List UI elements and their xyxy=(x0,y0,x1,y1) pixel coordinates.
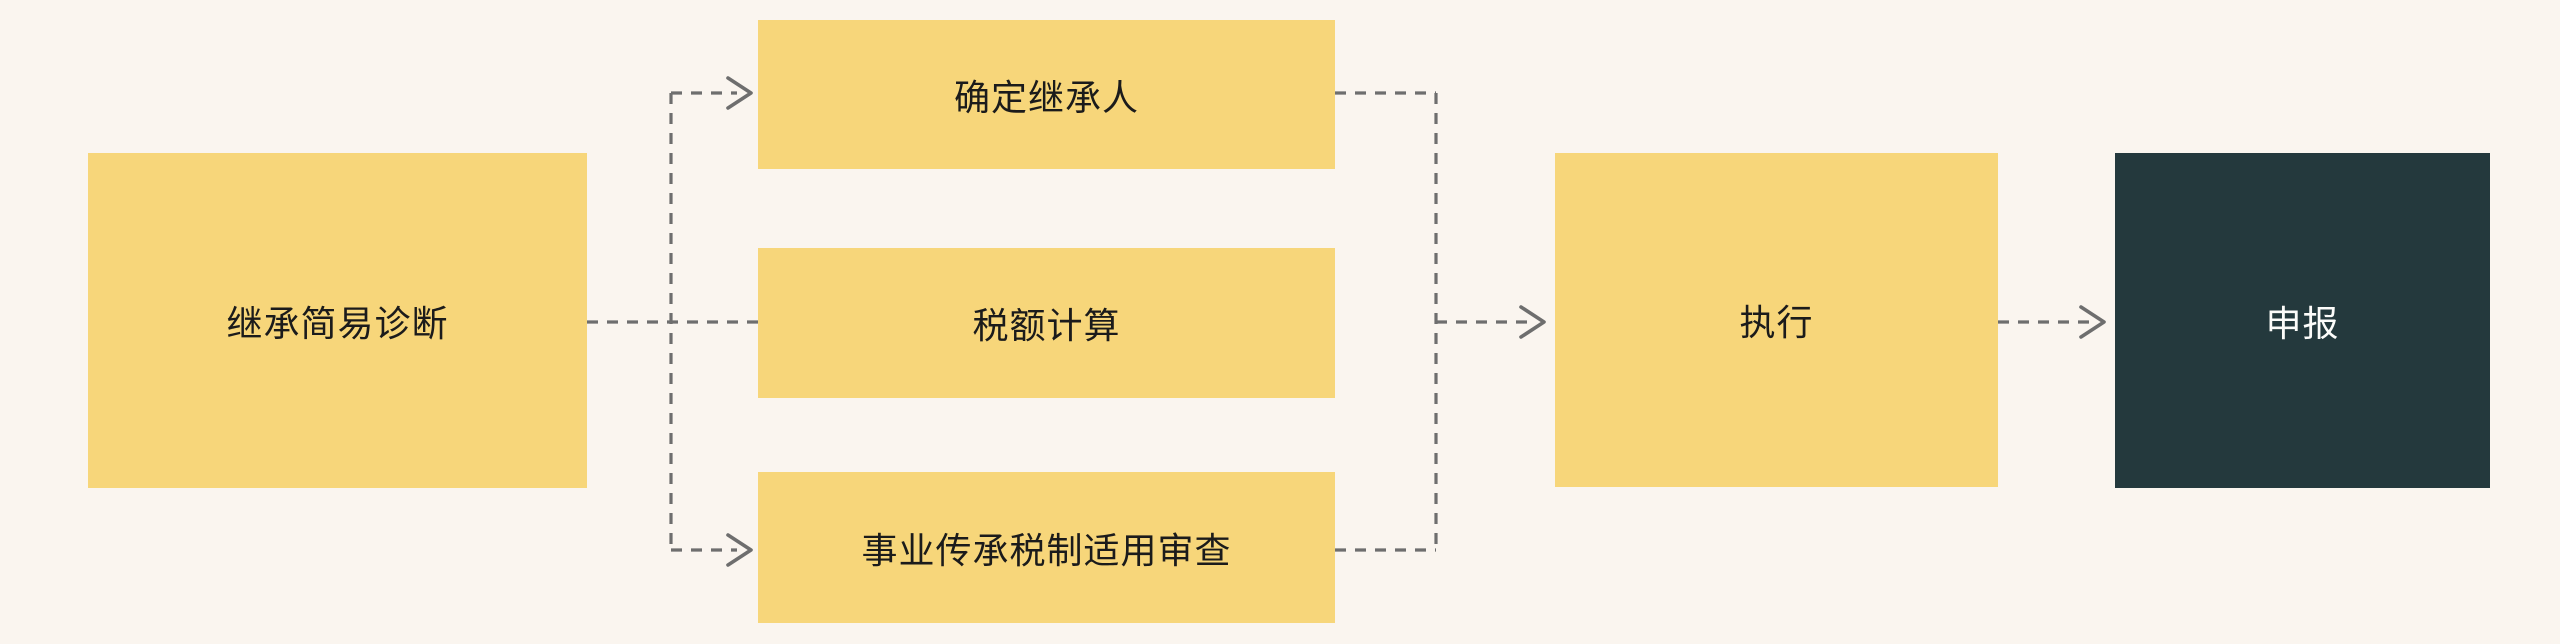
node-inheritance-diagnosis: 继承简易诊断 xyxy=(88,153,587,488)
arrowhead-to-declare xyxy=(2079,305,2106,339)
node-execute-label: 执行 xyxy=(1739,302,1814,343)
arrowhead-to-succession-tax-review xyxy=(726,533,753,567)
node-succession-tax-review: 事业传承税制适用审查 xyxy=(758,472,1335,623)
arrowhead-to-determine-heir xyxy=(726,76,753,110)
node-determine-heir-label: 确定继承人 xyxy=(953,76,1139,118)
node-declare: 申报 xyxy=(2115,153,2490,488)
node-succession-tax-review-label: 事业传承税制适用审查 xyxy=(861,529,1232,571)
node-determine-heir: 确定继承人 xyxy=(758,20,1335,169)
node-inheritance-diagnosis-label: 继承简易诊断 xyxy=(226,302,449,344)
arrowhead-to-execute xyxy=(1519,305,1546,339)
node-tax-calculation: 税额计算 xyxy=(758,248,1335,398)
node-execute: 执行 xyxy=(1555,153,1998,487)
node-declare-label: 申报 xyxy=(2265,302,2340,344)
node-tax-calculation-label: 税额计算 xyxy=(972,305,1121,346)
